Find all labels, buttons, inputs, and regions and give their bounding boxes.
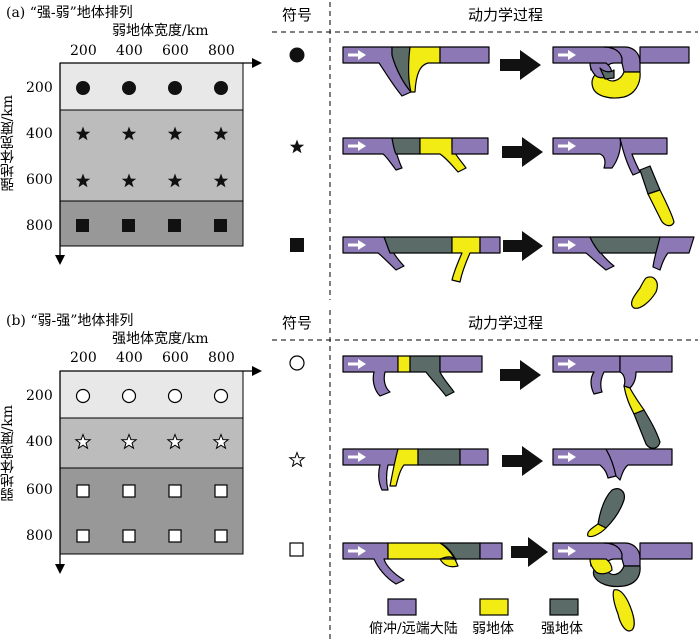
panel-b-x-axis-title: 强地体宽度/km	[112, 331, 209, 347]
regime-band	[59, 109, 244, 202]
legend-label-subducting: 俯冲/远端大陆	[369, 621, 458, 637]
panel-a-y-tick: 400	[26, 126, 53, 142]
panel-a-process-header: 动力学过程	[468, 6, 544, 24]
legend-label-strong: 强地体	[541, 621, 583, 637]
panel-b-x-tick: 800	[208, 350, 235, 366]
open-square-marker	[214, 529, 228, 543]
open-square-marker	[214, 484, 228, 498]
process-b1-final	[552, 355, 673, 449]
process-arrows	[500, 50, 548, 567]
process-a2-final	[552, 137, 675, 227]
panel-a-x-tick: 400	[116, 43, 143, 59]
panel-a-title: (a) “强-弱”地体排列	[6, 5, 133, 21]
panel-a-x-axis-title: 弱地体宽度/km	[112, 23, 209, 39]
panel-b-x-tick: 200	[70, 350, 97, 366]
process-b2-initial	[342, 448, 489, 491]
dashed-separators	[272, 2, 698, 640]
process-a3-initial	[342, 236, 501, 283]
regime-band	[59, 370, 244, 419]
panel-a-x-tick: 800	[208, 43, 235, 59]
panel-a-symbol-header: 符号	[282, 6, 313, 24]
process-a2-initial	[342, 137, 489, 173]
panel-b-x-tick: 600	[162, 350, 189, 366]
process-a3-final	[552, 236, 695, 309]
open-square-marker	[168, 484, 182, 498]
transition-arrow	[503, 231, 543, 261]
regime-band	[59, 200, 244, 247]
transition-arrow	[500, 50, 541, 80]
panel-b-y-tick: 800	[26, 528, 53, 544]
open-circle-marker	[75, 388, 91, 404]
transition-arrow	[500, 360, 541, 390]
filled-circle-marker	[168, 81, 182, 95]
open-circle-marker	[167, 388, 183, 404]
filled-square-marker	[214, 219, 227, 232]
symbol-filled-star	[289, 139, 305, 154]
symbol-open-square	[289, 542, 304, 557]
process-b2-final	[552, 448, 673, 538]
legend-swatch-subducting	[387, 598, 417, 616]
open-square-marker	[122, 529, 136, 543]
legend-swatch-weak	[479, 598, 509, 616]
panel-a-regime-grid	[55, 58, 262, 265]
regime-band	[59, 417, 244, 469]
legend-swatch-strong	[549, 598, 579, 616]
process-b3-initial	[342, 542, 503, 585]
filled-square-marker	[168, 219, 181, 232]
panel-a-y-tick: 600	[26, 172, 53, 188]
panel-b-y-tick: 400	[26, 434, 53, 450]
panel-b-x-tick: 400	[116, 350, 143, 366]
panel-a-y-tick: 800	[26, 218, 53, 234]
open-square-marker	[168, 529, 182, 543]
transition-arrow	[502, 446, 543, 476]
filled-square-marker	[122, 219, 135, 232]
symbol-filled-circle	[289, 47, 305, 63]
legend-label-weak: 弱地体	[472, 621, 514, 637]
filled-circle-marker	[122, 81, 136, 95]
panel-b-regime-grid	[55, 366, 262, 574]
process-b1-initial	[342, 355, 483, 397]
open-square-marker	[76, 529, 90, 543]
transition-arrow	[511, 537, 548, 567]
open-circle-marker	[213, 388, 229, 404]
symbol-open-circle	[289, 355, 305, 371]
transition-arrow	[502, 137, 543, 167]
panel-b-y-tick: 200	[26, 388, 53, 404]
regime-band	[59, 62, 244, 111]
panel-a-y-tick: 200	[26, 80, 53, 96]
panel-b-process-header: 动力学过程	[468, 314, 544, 332]
process-a1-initial	[342, 46, 490, 97]
symbol-filled-square	[290, 238, 304, 252]
process-b3-final	[552, 542, 693, 632]
panel-b-title: (b) “弱-强”地体排列	[6, 313, 134, 329]
open-square-marker	[122, 484, 136, 498]
filled-circle-marker	[76, 81, 90, 95]
filled-circle-marker	[214, 81, 228, 95]
regime-band	[59, 467, 244, 555]
symbol-open-star	[289, 452, 305, 467]
open-circle-marker	[121, 388, 137, 404]
filled-square-marker	[76, 219, 89, 232]
process-a1-final	[552, 46, 690, 99]
open-square-marker	[76, 484, 90, 498]
panel-a-x-tick: 200	[70, 43, 97, 59]
panel-b-y-tick: 600	[26, 482, 53, 498]
panel-a-x-tick: 600	[162, 43, 189, 59]
panel-b-symbol-header: 符号	[282, 314, 313, 332]
